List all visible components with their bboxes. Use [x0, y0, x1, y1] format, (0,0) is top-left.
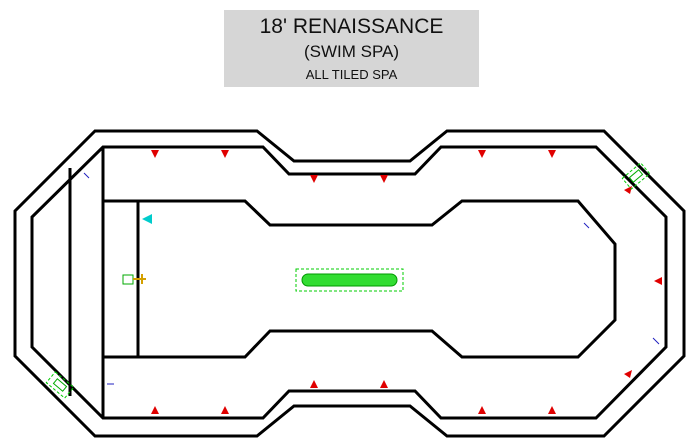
- spa-model-title: 18' RENAISSANCE: [259, 15, 444, 38]
- outer-coping-outline: [13, 129, 686, 438]
- return-jet-icon: [380, 380, 388, 388]
- spa-type-subtitle: (SWIM SPA): [303, 42, 400, 61]
- spa-finish-note: ALL TILED SPA: [305, 67, 398, 82]
- skimmer-icon: [45, 371, 75, 399]
- return-jet-icon: [221, 406, 229, 414]
- return-jet-icon: [654, 277, 662, 285]
- fitting-icon: [83, 172, 90, 179]
- outer-wall-outline: [30, 145, 668, 420]
- title-block: 18' RENAISSANCE (SWIM SPA) ALL TILED SPA: [224, 10, 479, 87]
- fitting-icon: [583, 222, 590, 229]
- light-icon: [122, 274, 146, 285]
- fittings: [83, 172, 660, 385]
- return-jet-icon: [478, 406, 486, 414]
- return-jets: [151, 150, 662, 414]
- return-jet-icon: [548, 406, 556, 414]
- return-jet-icon: [310, 380, 318, 388]
- return-jet-icon: [151, 150, 159, 158]
- return-jet-icon: [380, 175, 388, 183]
- return-jet-icon: [548, 150, 556, 158]
- return-jet-icon: [478, 150, 486, 158]
- swim-jet-light-icon: [295, 268, 404, 292]
- return-jet-icon: [221, 150, 229, 158]
- bench-outline: [101, 199, 617, 359]
- return-jet-icon: [624, 370, 632, 378]
- return-jet-icon: [151, 406, 159, 414]
- return-jet-icon: [624, 186, 632, 194]
- return-jet-icon: [310, 175, 318, 183]
- drain-icon: [142, 214, 152, 224]
- fitting-icon: [652, 337, 660, 345]
